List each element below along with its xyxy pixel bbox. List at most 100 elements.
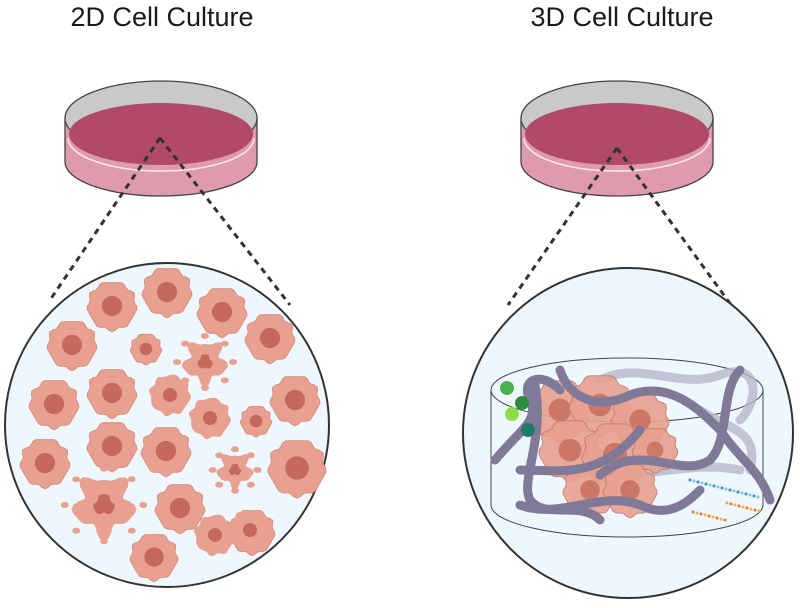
signal-molecule-dot (749, 507, 753, 511)
signal-molecule-dot (712, 484, 716, 488)
matrix-fiber (523, 380, 605, 525)
cell-nucleus (101, 382, 123, 404)
apoptotic-fragment (208, 467, 217, 474)
signal-molecule-dot (700, 481, 704, 485)
signal-molecule-dot (732, 489, 736, 493)
signal-molecule-dot (741, 505, 745, 509)
signal-molecule-dot (704, 482, 708, 486)
growth-factor-bead (521, 423, 535, 437)
apoptotic-fragment (127, 476, 136, 483)
apoptotic-fragment (72, 527, 81, 534)
petri-dish-2d (64, 80, 258, 197)
signal-molecule-dot (756, 495, 760, 499)
cell-nucleus (548, 398, 572, 422)
matrix-fiber (515, 425, 645, 476)
signal-molecule-dot (699, 512, 703, 516)
apoptotic-fragment (139, 502, 148, 508)
signal-molecule-dot (719, 517, 723, 521)
matrix-fiber (515, 485, 705, 515)
signal-molecule-dot (720, 486, 724, 490)
apoptotic-fragment (200, 333, 209, 340)
signal-molecule-dot (728, 488, 732, 492)
apoptotic-fragment (215, 481, 224, 488)
growth-factor-bead (500, 381, 514, 395)
signal-molecule-dot (725, 501, 729, 505)
cell-nucleus (155, 440, 177, 462)
cell-nucleus (144, 547, 164, 567)
growth-factor-bead (505, 407, 519, 421)
culture-media (69, 103, 253, 165)
cell-nucleus (558, 438, 582, 462)
cell-nucleus (34, 452, 56, 474)
cell-nucleus (249, 414, 263, 428)
apoptotic-fragment (230, 446, 239, 453)
signal-molecule-dot (745, 506, 749, 510)
apoptotic-fragment (173, 359, 182, 366)
cell-nucleus (101, 295, 123, 317)
apoptotic-fragment (127, 527, 136, 534)
signal-molecule-dot (740, 491, 744, 495)
apoptotic-fragment (181, 340, 190, 347)
cell-nucleus (156, 281, 178, 303)
cell-nucleus (285, 456, 309, 480)
apoptotic-fragment (215, 452, 224, 459)
apoptotic-fragment (246, 481, 255, 488)
culture-media (525, 103, 709, 165)
signal-molecule-dot (757, 509, 761, 513)
signal-molecule-dot (724, 487, 728, 491)
signal-molecule-dot (753, 508, 757, 512)
zoom-guide-lines (506, 147, 744, 321)
apoptotic-fragment (220, 340, 229, 347)
cell-nucleus (203, 411, 217, 425)
signal-molecule-dot (692, 479, 696, 483)
signal-molecule-dot (696, 480, 700, 484)
apoptotic-fragment (201, 385, 210, 391)
cell-nucleus (211, 301, 233, 323)
signal-molecule-dot (711, 515, 715, 519)
apoptotic-fragment (253, 467, 262, 473)
signal-molecule-dot (695, 511, 699, 515)
signal-molecule-dot (715, 516, 719, 520)
apoptotic-nucleus (197, 354, 213, 369)
apoptotic-nucleus (93, 494, 115, 515)
signal-molecule-dot (737, 504, 741, 508)
cell-nucleus (43, 393, 65, 415)
cell-nucleus (61, 334, 83, 356)
apoptotic-fragment (100, 538, 109, 545)
growth-factor-bead (515, 396, 529, 410)
scaffold-3d (490, 357, 775, 538)
cell-nucleus (620, 480, 640, 500)
panel-title-3d: 3D Cell Culture (530, 2, 714, 32)
signal-molecule-dot (736, 490, 740, 494)
scaffold-outline (490, 357, 764, 538)
apoptotic-fragment (72, 476, 81, 483)
dish-inner-edge (523, 137, 711, 172)
cell-nucleus (243, 523, 257, 537)
apoptotic-fragment (246, 452, 255, 459)
signal-molecule-dot (716, 485, 720, 489)
signal-molecule-dot (733, 503, 737, 507)
signal-molecule-dot (707, 514, 711, 518)
zoom-guide-lines (48, 137, 292, 306)
cell-nucleus (629, 409, 651, 431)
apoptotic-fragment (231, 487, 240, 494)
signal-molecule-dot (703, 513, 707, 517)
cell-nucleus (169, 497, 191, 519)
signal-molecule-dot (748, 493, 752, 497)
signal-molecule-dot (729, 502, 733, 506)
apoptotic-fragment (99, 465, 108, 472)
matrix-fiber-back (595, 367, 758, 425)
signal-molecule-dot (691, 510, 695, 514)
cell-nucleus (101, 435, 123, 457)
petri-dish-3d (520, 80, 714, 197)
cell-nucleus (580, 480, 600, 500)
signal-molecule-dot (752, 494, 756, 498)
cell-nucleus (208, 528, 222, 542)
matrix-fiber (490, 374, 565, 465)
signal-molecule-dot (688, 478, 692, 482)
signal-molecule-dot (708, 483, 712, 487)
signal-molecule-dot (744, 492, 748, 496)
cell-nucleus (646, 441, 664, 459)
signal-molecule-dot (723, 518, 727, 522)
